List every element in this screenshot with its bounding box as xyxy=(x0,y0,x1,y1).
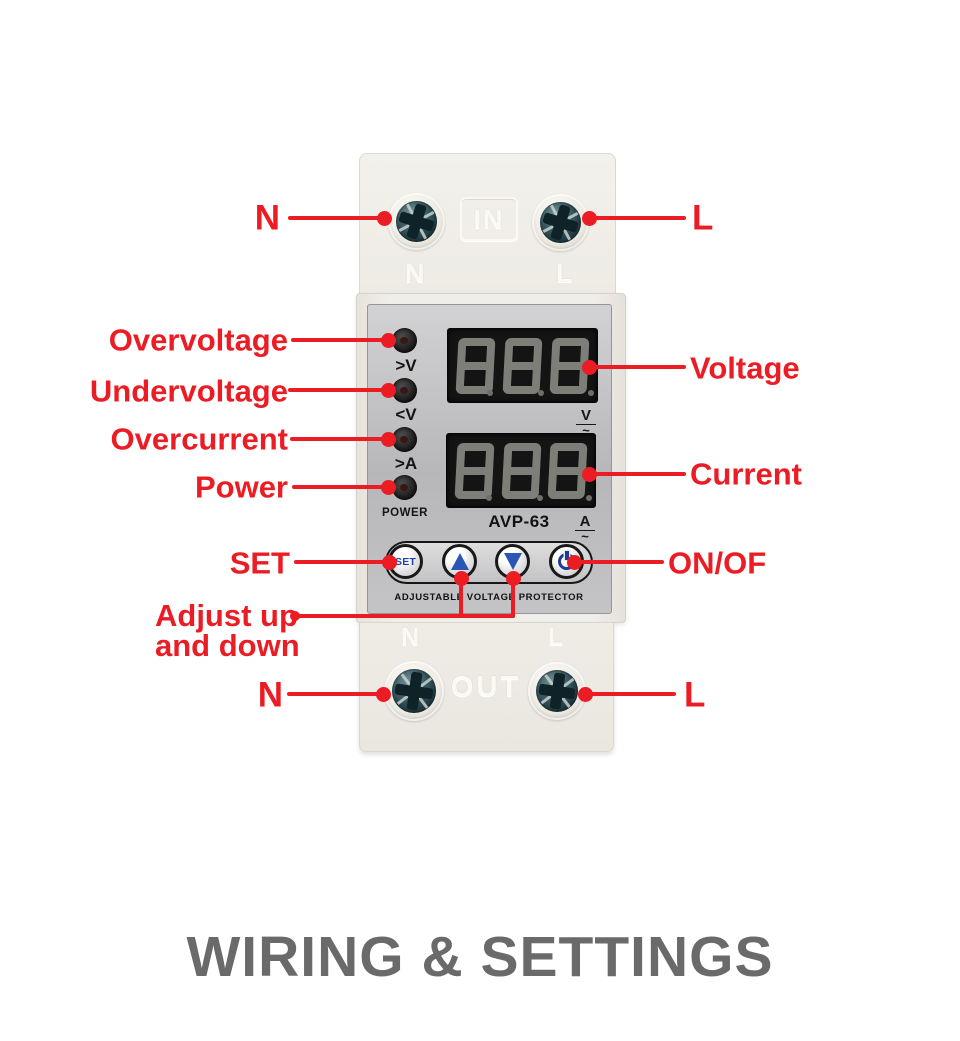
callout-line xyxy=(290,437,388,441)
callout-dot xyxy=(375,686,391,702)
current-display xyxy=(446,433,596,508)
seven-segment-digit xyxy=(547,442,588,499)
terminal-emboss-n-bottom: N xyxy=(401,623,420,651)
callout-dot xyxy=(581,466,597,482)
callout-line xyxy=(291,338,388,342)
seven-segment-digit xyxy=(502,337,543,394)
callout-dot xyxy=(577,686,593,702)
seven-segment-digit xyxy=(501,442,541,499)
up-arrow-icon xyxy=(450,553,469,570)
callout-dot xyxy=(290,611,300,621)
callout-dot xyxy=(380,479,396,495)
callout-top-n: N xyxy=(254,198,280,238)
callout-line xyxy=(459,578,463,618)
callout-overvoltage: Overvoltage xyxy=(108,322,288,358)
model-label: AVP-63 xyxy=(488,512,550,531)
callout-line xyxy=(574,560,664,564)
callout-power: Power xyxy=(194,469,288,505)
callout-dot xyxy=(453,570,469,586)
device-tagline: ADJUSTABLE VOLTAGE PROTECTOR xyxy=(394,592,584,603)
terminal-screw-top-right xyxy=(532,194,589,251)
callout-line xyxy=(585,692,676,696)
callout-undervoltage: Undervoltage xyxy=(89,373,288,409)
set-button-label: SET xyxy=(394,555,417,568)
callout-dot xyxy=(505,570,521,586)
callout-line xyxy=(287,692,383,696)
screw-head-icon xyxy=(392,669,436,713)
callout-adjust-line2: and down xyxy=(155,628,300,663)
terminal-emboss-l-bottom: L xyxy=(548,623,564,651)
callout-dot xyxy=(381,554,397,570)
down-arrow-icon xyxy=(503,553,522,570)
indicator-label-overcurrent: >A xyxy=(394,454,418,473)
terminal-emboss-n-top: N xyxy=(405,258,425,288)
callout-dot xyxy=(377,210,392,226)
terminal-emboss-l-top: L xyxy=(556,258,573,288)
callout-dot xyxy=(380,332,396,348)
callout-dot xyxy=(380,431,396,447)
in-port-label: IN xyxy=(473,203,505,234)
indicator-label-power: POWER xyxy=(382,507,428,519)
callout-line xyxy=(293,614,515,618)
callout-line xyxy=(589,472,686,476)
callout-bottom-n: N xyxy=(257,675,283,715)
callout-line xyxy=(589,216,686,220)
callout-overcurrent: Overcurrent xyxy=(110,421,288,457)
callout-on-off: ON/OF xyxy=(668,545,767,581)
callout-voltage: Voltage xyxy=(690,350,800,386)
callout-top-l: L xyxy=(692,198,714,238)
callout-dot xyxy=(581,210,597,226)
out-port-label: OUT xyxy=(450,671,522,703)
terminal-screw-bottom-right xyxy=(528,662,586,720)
callout-bottom-l: L xyxy=(684,675,706,715)
overcurrent-led-icon xyxy=(392,427,417,452)
callout-dot xyxy=(566,554,582,570)
indicator-label-overvoltage: >V xyxy=(395,356,417,375)
callout-current: Current xyxy=(690,456,802,492)
callout-set: SET xyxy=(229,545,290,581)
callout-line xyxy=(589,365,686,369)
current-unit-symbol: A ~ xyxy=(575,514,595,543)
indicator-label-undervoltage: <V xyxy=(395,405,417,424)
power-led-icon xyxy=(392,475,417,500)
voltage-unit-symbol: V ~ xyxy=(576,408,596,437)
callout-line xyxy=(292,485,388,489)
callout-dot xyxy=(581,359,597,375)
callout-adjust-line1: Adjust up xyxy=(155,598,298,633)
overvoltage-led-icon xyxy=(392,328,417,353)
undervoltage-led-icon xyxy=(392,378,417,403)
terminal-screw-top-left xyxy=(388,193,445,250)
page-title: WIRING & SETTINGS xyxy=(186,925,774,989)
voltage-display xyxy=(447,328,598,403)
screw-head-icon xyxy=(540,202,581,243)
seven-segment-digit xyxy=(455,337,496,394)
screw-head-icon xyxy=(396,201,437,242)
screw-head-icon xyxy=(536,670,578,712)
callout-line xyxy=(288,388,388,392)
callout-adjust: Adjust up and down xyxy=(155,598,300,663)
seven-segment-digit xyxy=(454,442,495,499)
terminal-screw-bottom-left xyxy=(384,661,444,721)
callout-line xyxy=(511,578,515,618)
callout-dot xyxy=(380,382,396,398)
callout-line xyxy=(294,560,390,564)
in-port-emboss: IN xyxy=(460,197,518,241)
callout-line xyxy=(288,216,384,220)
